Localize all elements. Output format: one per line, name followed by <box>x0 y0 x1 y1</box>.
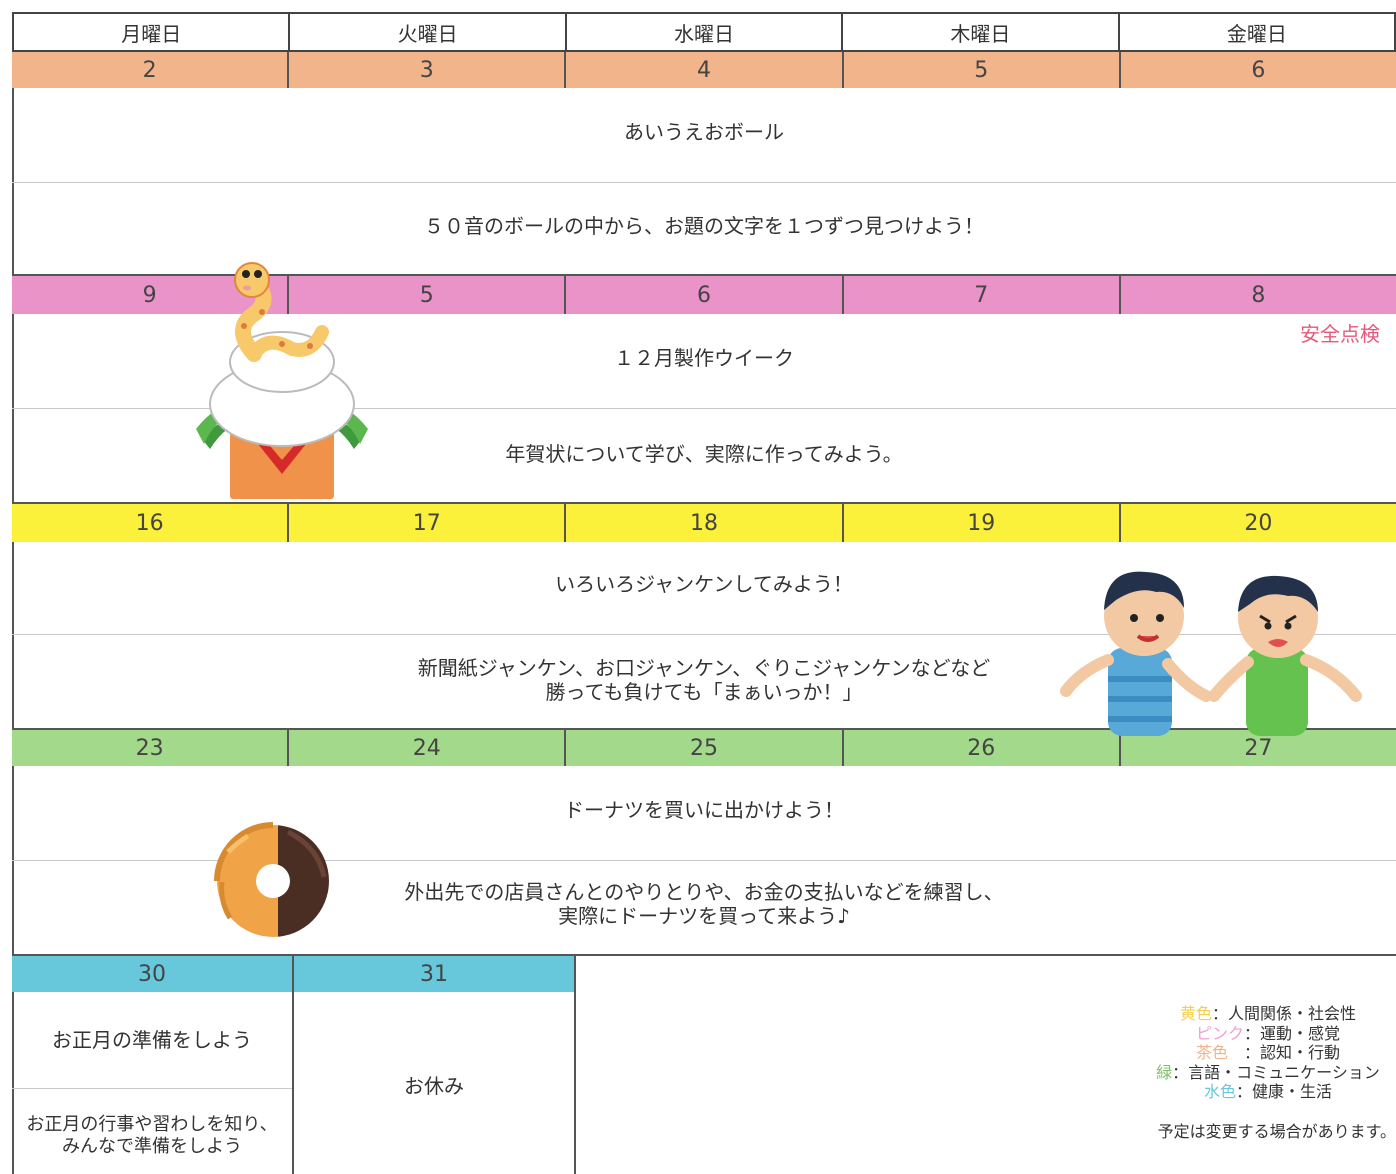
date-cell: 20 <box>1118 504 1396 542</box>
weekday-thu: 木曜日 <box>841 12 1118 52</box>
legend-sep: ： <box>1211 1004 1228 1023</box>
legend-item: ピンク：運動・感覚 <box>1140 1024 1396 1044</box>
week3-title: いろいろジャンケンしてみよう！ <box>555 572 853 596</box>
date-cell: 31 <box>294 956 574 992</box>
left-border <box>12 52 14 1174</box>
legend-item: 黄色：人間関係・社会性 <box>1140 1004 1396 1024</box>
weekday-tue: 火曜日 <box>288 12 565 52</box>
divider <box>12 274 1396 276</box>
divider <box>12 728 1396 730</box>
weekday-fri: 金曜日 <box>1117 12 1396 52</box>
legend-sep: ： <box>1243 1023 1260 1043</box>
date-cell: 8 <box>1118 276 1396 314</box>
date-cell: 18 <box>564 504 841 542</box>
date-cell: 26 <box>841 730 1119 766</box>
legend-key: 水色 <box>1203 1082 1236 1101</box>
legend-key: 茶色 <box>1195 1043 1228 1062</box>
legend-sep: ： <box>1235 1082 1252 1101</box>
divider <box>12 954 1396 956</box>
legend-value: 運動・感覚 <box>1260 1023 1341 1043</box>
week4-desc-1: 外出先での店員さんとのやりとりや、お金の支払いなどを練習し、 <box>404 880 1004 904</box>
date-cell: 24 <box>287 730 564 766</box>
legend-value: 認知・行動 <box>1260 1043 1341 1062</box>
legend-item: 水色：健康・生活 <box>1140 1082 1396 1102</box>
legend-sep: ： <box>1172 1062 1189 1082</box>
week1-date-row: 2 3 4 5 6 <box>12 52 1396 88</box>
date-cell: 3 <box>287 52 564 88</box>
donut-icon <box>214 822 329 937</box>
mon-desc-1: お正月の行事や習わしを知り、 <box>26 1114 278 1135</box>
date-cell: 25 <box>564 730 841 766</box>
weekday-wed: 水曜日 <box>564 12 842 52</box>
divider <box>12 502 1396 504</box>
date-cell: 30 <box>12 956 292 992</box>
legend-item: 緑：言語・コミュニケーション <box>1140 1063 1396 1083</box>
divider <box>12 408 1396 409</box>
legend-value: 健康・生活 <box>1252 1082 1333 1101</box>
date-cell: 7 <box>841 276 1119 314</box>
legend-sep: ： <box>1227 1043 1260 1062</box>
date-cell: 6 <box>564 276 841 314</box>
date-cell: 19 <box>841 504 1119 542</box>
week3-desc-1: 新聞紙ジャンケン、お口ジャンケン、ぐりこジャンケンなどなど <box>417 656 991 680</box>
tue-text: お休み <box>404 1074 464 1098</box>
kids-janken-icon <box>1060 571 1362 736</box>
weekday-mon: 月曜日 <box>12 12 289 52</box>
date-cell: 27 <box>1118 730 1396 766</box>
divider <box>12 182 1396 183</box>
week4-title: ドーナツを買いに出かけよう！ <box>564 798 844 822</box>
legend-key: 黄色 <box>1179 1004 1212 1023</box>
weekday-header: 月曜日 火曜日 水曜日 木曜日 金曜日 <box>12 12 1396 52</box>
week2-title: １２月製作ウイーク <box>614 346 794 370</box>
date-cell: 6 <box>1118 52 1396 88</box>
legend-value: 言語・コミュニケーション <box>1188 1062 1380 1082</box>
week4-desc-2: 実際にドーナツを買って来よう♪ <box>558 904 850 928</box>
snake-kagami-mochi-icon <box>196 262 368 499</box>
week3-date-row: 16 17 18 19 20 <box>12 504 1396 542</box>
legend-key: 緑 <box>1156 1062 1173 1082</box>
col-divider <box>292 956 294 1174</box>
legend-item: 茶色 ：認知・行動 <box>1140 1043 1396 1063</box>
date-cell: 17 <box>287 504 564 542</box>
mon-title: お正月の準備をしよう <box>52 1028 252 1052</box>
calendar-sheet: 月曜日 火曜日 水曜日 木曜日 金曜日 2 3 4 5 6 あいうえおボール ５… <box>12 12 1396 1174</box>
date-cell: 5 <box>841 52 1119 88</box>
week2-desc: 年賀状について学び、実際に作ってみよう。 <box>505 442 903 466</box>
date-cell: 9 <box>142 282 157 308</box>
col-divider <box>574 956 576 1174</box>
footnote: 予定は変更する場合があります。 <box>1157 1122 1396 1141</box>
week4-date-row: 23 24 25 26 27 <box>12 730 1396 766</box>
divider <box>12 1088 292 1089</box>
date-cell: 2 <box>142 57 157 83</box>
week2-note: 安全点検 <box>1300 322 1380 346</box>
divider <box>12 634 1396 635</box>
legend: 黄色：人間関係・社会性 ピンク：運動・感覚 茶色 ：認知・行動 緑：言語・コミュ… <box>1140 1004 1396 1102</box>
week1-desc: ５０音のボールの中から、お題の文字を１つずつ見つけよう！ <box>424 214 984 238</box>
week1-title: あいうえおボール <box>624 120 784 144</box>
legend-value: 人間関係・社会性 <box>1228 1004 1357 1023</box>
date-cell: 16 <box>135 510 164 536</box>
date-cell: 23 <box>135 735 164 761</box>
date-cell: 5 <box>287 276 564 314</box>
week3-desc-2: 勝っても負けても「まぁいっか！」 <box>545 680 863 704</box>
mon-desc-2: みんなで準備をしよう <box>62 1136 242 1157</box>
date-cell: 4 <box>564 52 841 88</box>
legend-key: ピンク <box>1195 1023 1244 1043</box>
divider <box>12 860 1396 861</box>
